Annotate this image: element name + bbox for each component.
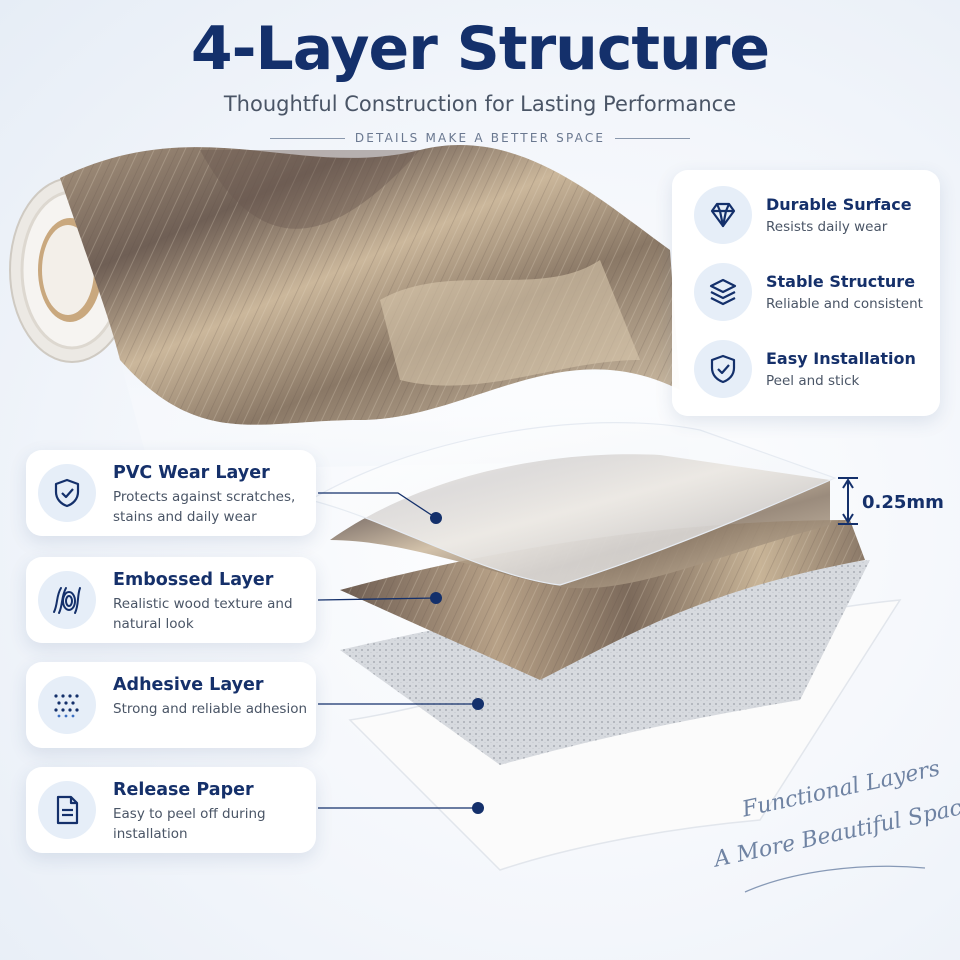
- layer-card-release-paper: Release Paper Easy to peel off during in…: [26, 767, 316, 853]
- thickness-bracket: [838, 477, 858, 525]
- page-title: 4-Layer Structure: [190, 14, 770, 84]
- layer-title: Release Paper: [113, 780, 254, 800]
- diamond-icon: [694, 186, 752, 244]
- wear-layer-sheet: [308, 422, 837, 589]
- tagline-row: DETAILS MAKE A BETTER SPACE: [270, 129, 691, 147]
- layer-card-pvc-wear: PVC Wear Layer Protects against scratche…: [26, 450, 316, 536]
- leader-dots: [430, 512, 484, 814]
- script-underline: [744, 865, 926, 893]
- shield-check-icon: [694, 340, 752, 398]
- feature-item: Stable Structure Reliable and consistent: [694, 263, 923, 321]
- tagline-rule-right: [615, 137, 691, 139]
- feature-desc: Resists daily wear: [766, 219, 888, 235]
- document-icon: [38, 781, 96, 839]
- shield-check-icon: [38, 464, 96, 522]
- feature-title: Durable Surface: [766, 195, 912, 214]
- feature-desc: Peel and stick: [766, 373, 860, 389]
- feature-item: Durable Surface Resists daily wear: [694, 186, 912, 244]
- adhesive-sheet: [340, 560, 870, 765]
- layer-card-embossed: Embossed Layer Realistic wood texture an…: [26, 557, 316, 643]
- wood-grain-icon: [38, 571, 96, 629]
- feature-title: Easy Installation: [766, 349, 916, 368]
- leader-lines: [317, 492, 478, 809]
- layer-title: PVC Wear Layer: [113, 463, 270, 483]
- feature-desc: Reliable and consistent: [766, 296, 923, 312]
- layer-desc: Easy to peel off during installation: [113, 806, 266, 842]
- dots-icon: [38, 676, 96, 734]
- thickness-label: 0.25mm: [862, 492, 944, 513]
- page-subtitle: Thoughtful Construction for Lasting Perf…: [223, 92, 737, 116]
- tagline: DETAILS MAKE A BETTER SPACE: [354, 131, 606, 145]
- feature-item: Easy Installation Peel and stick: [694, 340, 916, 398]
- layer-desc: Protects against scratches, stains and d…: [113, 489, 296, 525]
- feature-card: Durable Surface Resists daily wear Stabl…: [672, 170, 940, 416]
- layer-desc: Realistic wood texture and natural look: [113, 596, 293, 632]
- layer-title: Adhesive Layer: [113, 675, 264, 695]
- layers-icon: [694, 263, 752, 321]
- layer-title: Embossed Layer: [113, 570, 274, 590]
- layer-desc: Strong and reliable adhesion: [113, 701, 308, 717]
- tagline-rule-left: [270, 137, 345, 139]
- vinyl-roll: [9, 145, 690, 470]
- layer-card-adhesive: Adhesive Layer Strong and reliable adhes…: [26, 662, 316, 748]
- feature-title: Stable Structure: [766, 272, 916, 291]
